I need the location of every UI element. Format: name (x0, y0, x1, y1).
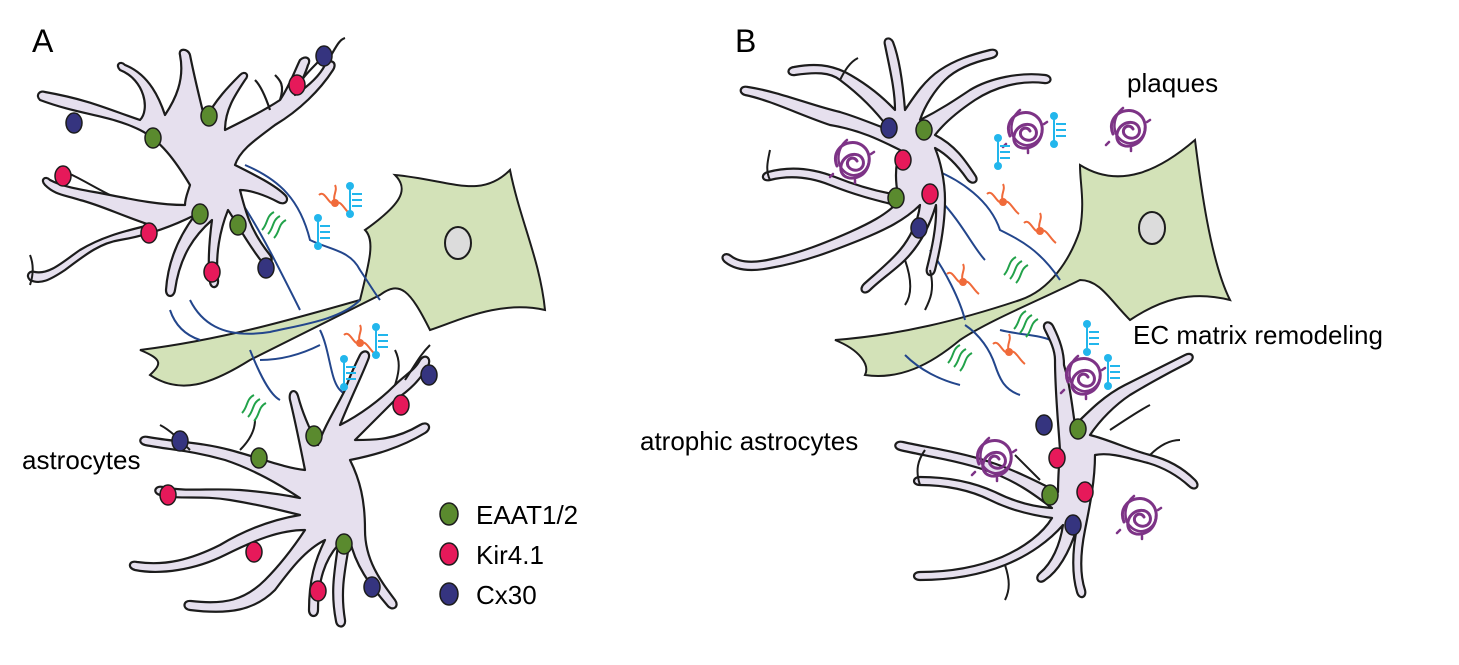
legend-label-cx30: Cx30 (476, 580, 537, 610)
neuron-b (834, 138, 1232, 377)
legend-swatch-eaat (439, 502, 459, 526)
astrocyte-b-top (721, 37, 1052, 311)
legend-item-eaat: EAAT1/2 (439, 500, 578, 530)
astrocytes-label: astrocytes (22, 445, 141, 475)
legend-item-kir: Kir4.1 (439, 540, 544, 570)
astrocyte-processes-a (169, 164, 381, 401)
legend-swatch-cx30 (439, 582, 459, 606)
ecm-remodeling-label: EC matrix remodeling (1133, 320, 1383, 350)
amyloid-plaque-icon (1104, 106, 1152, 153)
plaques-label: plaques (1127, 68, 1218, 98)
neuron-a (139, 167, 547, 387)
panel-b-letter: B (735, 23, 756, 59)
legend-label-kir: Kir4.1 (476, 540, 544, 570)
amyloid-plaque-icon (1115, 494, 1163, 541)
nucleus-b (1138, 211, 1166, 245)
panel-b: B (640, 23, 1383, 601)
legend-item-cx30: Cx30 (439, 580, 537, 610)
transporter-dots-b (880, 117, 1094, 536)
astrocyte-processes-b (904, 169, 1061, 396)
nucleus-a (444, 226, 472, 260)
atrophic-astrocytes-label: atrophic astrocytes (640, 426, 858, 456)
panel-a-letter: A (32, 23, 54, 59)
astrocyte-b-bottom (894, 321, 1199, 601)
astrocyte-a-bottom (128, 344, 431, 628)
legend-label-eaat: EAAT1/2 (476, 500, 578, 530)
legend-swatch-kir (439, 542, 459, 566)
legend: EAAT1/2 Kir4.1 Cx30 (439, 500, 578, 610)
transporter-dots-a (54, 45, 438, 602)
astrocyte-a-top (26, 36, 346, 298)
amyloid-plaques (828, 106, 1163, 541)
panel-a: A (22, 23, 547, 628)
